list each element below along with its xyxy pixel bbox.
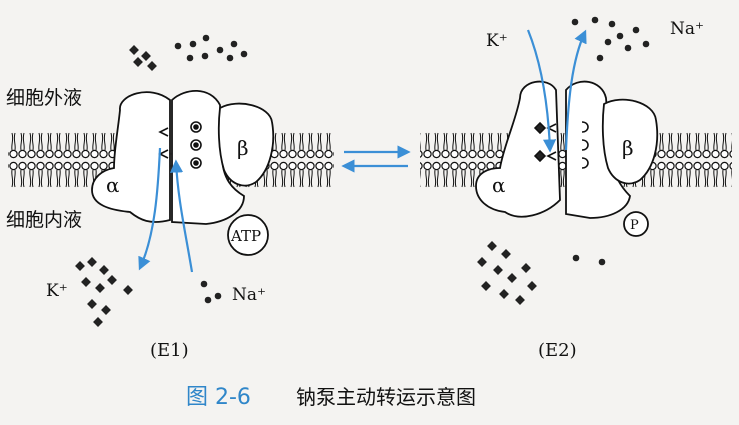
na-label-e2: Na⁺: [670, 19, 704, 39]
beta-subunit-label-e2: β: [622, 136, 634, 160]
na-ions-e2-inside: [572, 254, 606, 266]
na-label-e1: Na⁺: [232, 285, 266, 305]
arrows-e2: [526, 29, 587, 153]
figure-number: 图 2-6: [186, 385, 251, 410]
k-label-e1: K⁺: [46, 281, 68, 301]
na-ions-e1-inside: [200, 280, 222, 304]
atp-label: ATP: [230, 227, 261, 245]
na-ions-e1-outside: [174, 34, 248, 62]
label-outside-fluid: 细胞外液: [6, 87, 82, 109]
alpha-subunit-label-e1: α: [106, 173, 120, 197]
label-inside-fluid: 细胞内液: [6, 209, 82, 231]
alpha-subunit-label-e2: α: [492, 173, 506, 197]
equilibrium-arrows: [341, 145, 411, 173]
arrows-e1: [138, 147, 194, 273]
membrane-e1: [8, 115, 334, 195]
beta-subunit-label-e1: β: [237, 136, 249, 160]
k-ions-e2-inside: [477, 241, 537, 305]
pump-protein-e2: [475, 80, 659, 237]
k-ions-e1-outside: [129, 45, 157, 71]
state-e1-label: (E1): [150, 340, 189, 361]
na-ions-e2-outside: [571, 16, 650, 62]
phosphate-label: P: [630, 218, 639, 233]
binding-sites-e2: [534, 121, 589, 169]
k-label-e2: K⁺: [486, 31, 508, 51]
pump-protein-e1: [91, 89, 275, 256]
state-e2-label: (E2): [538, 340, 577, 361]
figure-caption: 钠泵主动转运示意图: [296, 385, 476, 409]
k-ions-e1-inside: [75, 257, 133, 327]
